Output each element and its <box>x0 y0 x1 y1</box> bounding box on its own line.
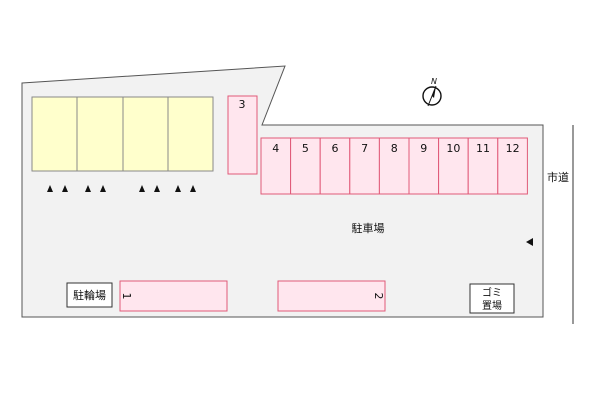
parking-space-5 <box>290 137 321 195</box>
entrance-marker <box>190 185 196 192</box>
entrance-arrow-icon <box>526 238 533 246</box>
entrance-marker <box>62 185 68 192</box>
entrance-marker <box>175 185 181 192</box>
parking-space-10 <box>438 137 469 195</box>
parking-space-3 <box>227 95 258 175</box>
building-unit <box>76 96 124 172</box>
parking-space-6-label: 6 <box>332 142 339 155</box>
parking-space-4-label: 4 <box>272 142 279 155</box>
entrance-markers <box>47 185 196 192</box>
parking-space-1-label: 1 <box>120 293 133 300</box>
parking-space-10-label: 10 <box>446 142 460 155</box>
entrance-marker <box>100 185 106 192</box>
parking-space-3-label: 3 <box>239 98 246 111</box>
parking-space-5-label: 5 <box>302 142 309 155</box>
entrance-marker <box>85 185 91 192</box>
building-unit <box>31 96 78 172</box>
building-unit <box>122 96 169 172</box>
parking-space-11-label: 11 <box>476 142 490 155</box>
bicycle-parking-box <box>66 282 113 308</box>
north-label: N <box>431 77 437 86</box>
building <box>31 96 214 172</box>
parking-space-2-label: 2 <box>372 293 385 300</box>
garbage-area-label-line2: 置場 <box>482 299 502 312</box>
parking-space-11 <box>467 137 499 195</box>
parking-space-7-label: 7 <box>361 142 368 155</box>
parking-space-12 <box>497 137 528 195</box>
building-unit <box>167 96 214 172</box>
entrance-marker <box>139 185 145 192</box>
parking-space-1 <box>119 280 228 312</box>
parking-lot-label: 駐車場 <box>352 221 385 235</box>
bicycle-parking-label: 駐輪場 <box>73 288 106 302</box>
parking-space-8-label: 8 <box>391 142 398 155</box>
city-road-label: 市道 <box>547 170 569 184</box>
parking-space-6 <box>319 137 351 195</box>
entrance-marker <box>47 185 53 192</box>
parking-space-12-label: 12 <box>506 142 520 155</box>
entrance-marker <box>154 185 160 192</box>
parking-space-4 <box>260 137 292 195</box>
parking-row: 4 5 6 7 8 9 10 11 12 <box>260 137 528 195</box>
parking-space-2 <box>277 280 386 312</box>
parking-space-8 <box>378 137 410 195</box>
parking-space-9-label: 9 <box>420 142 427 155</box>
parking-space-9 <box>408 137 440 195</box>
garbage-area-box <box>469 283 515 314</box>
north-compass-icon: N <box>422 77 442 107</box>
garbage-area-label-line1: ゴミ <box>482 286 502 299</box>
